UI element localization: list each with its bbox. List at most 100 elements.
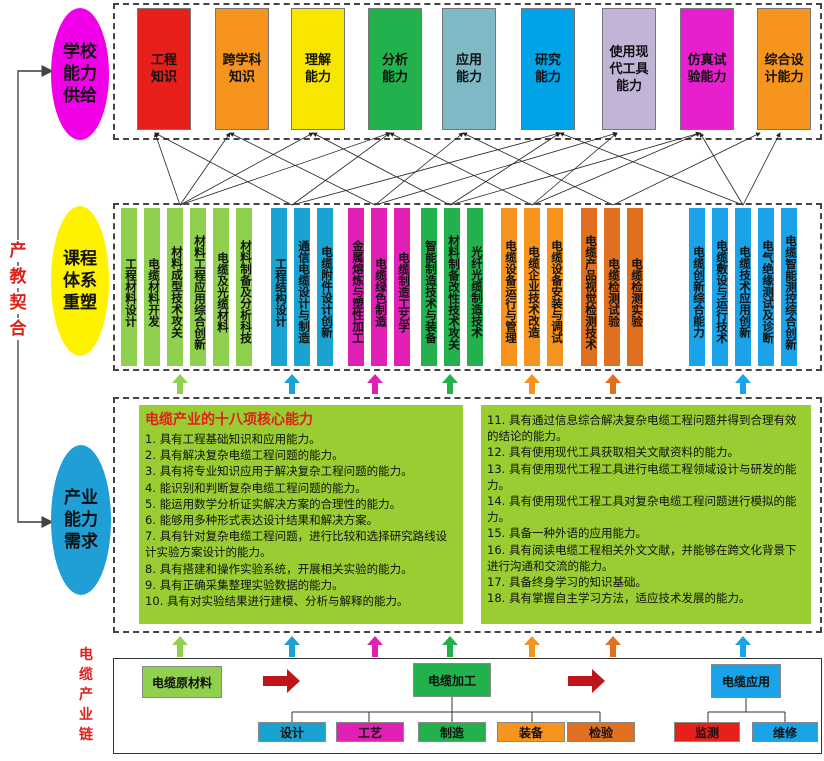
need-item: 18. 具有掌握自主学习方法，适应技术发展的能力。 (487, 591, 751, 606)
up-arrow (605, 636, 621, 657)
course-column: 金属熔炼与塑性加工 (348, 208, 365, 366)
course-column: 电缆检测实验 (627, 208, 644, 366)
need-item: 4. 能识别和判断复杂电缆工程问题的能力。 (145, 480, 367, 495)
chain-process-step: 装备 (497, 722, 565, 742)
course-column: 通信电缆设计与制造 (294, 208, 311, 366)
up-arrow (284, 374, 300, 394)
chain-process-step: 设计 (258, 722, 326, 742)
course-column: 电缆材料开发 (144, 208, 161, 366)
chain-label-char: 链 (79, 727, 93, 743)
chain-processing: 电缆加工 (413, 663, 491, 697)
up-arrow (735, 636, 751, 657)
side-label-char: 教 (7, 266, 29, 288)
ability-box: 理解 能力 (291, 8, 345, 130)
ability-box: 跨学科 知识 (215, 8, 269, 130)
up-arrow (284, 636, 300, 657)
course-column: 工程结构设计 (271, 208, 288, 366)
school-supply-ellipse: 学校 能力 供给 (51, 8, 109, 140)
course-column: 材料工程应用综合创新 (190, 208, 207, 366)
chain-process-step: 制造 (418, 722, 486, 742)
ability-box: 分析 能力 (368, 8, 422, 130)
course-column: 电缆企业技术改造 (524, 208, 541, 366)
up-arrow (367, 374, 383, 394)
course-column: 工程材料设计 (121, 208, 138, 366)
chain-label-char: 电 (79, 647, 93, 663)
course-column: 材料制备及分析科技 (236, 208, 253, 366)
ability-box: 综合设 计能力 (757, 8, 811, 130)
need-item: 10. 具有对实验结果进行建模、分析与解释的能力。 (145, 594, 409, 609)
need-item: 16. 具有阅读电缆工程相关外文文献，并能够在跨文化背景下进行沟通和交流的能力。 (487, 542, 797, 573)
course-column: 电缆设备运行与管理 (501, 208, 518, 366)
up-arrow (605, 374, 621, 394)
ability-box: 研究 能力 (521, 8, 575, 130)
need-item: 17. 具备终身学习的知识基础。 (487, 575, 647, 590)
side-label-char: 契 (7, 292, 29, 314)
up-arrow (524, 636, 540, 657)
course-column: 电气绝缘测试及诊断 (758, 208, 775, 366)
needs-panel-left: 电缆产业的十八项核心能力 1. 具有工程基础知识和应用能力。 2. 具有解决复杂电… (139, 405, 463, 624)
needs-list-left: 1. 具有工程基础知识和应用能力。 2. 具有解决复杂电缆工程问题的能力。3. 具… (145, 431, 457, 609)
needs-list-right: 11. 具有通过信息综合解决复杂电缆工程问题并得到合理有效的结论的能力。12. … (487, 412, 805, 606)
course-column: 电缆设备安装与调试 (547, 208, 564, 366)
chain-application-step: 监测 (674, 722, 740, 742)
course-column: 电缆检测试验 (604, 208, 621, 366)
need-item: 12. 具有使用现代工具获取相关文献资料的能力。 (487, 445, 739, 460)
course-column: 电缆智能测控综合创新 (781, 208, 798, 366)
course-column: 材料成型技术攻关 (167, 208, 184, 366)
course-column: 材料制备改性技术攻关 (444, 208, 461, 366)
course-column: 电缆及光缆材料 (213, 208, 230, 366)
needs-panel-right: 11. 具有通过信息综合解决复杂电缆工程问题并得到合理有效的结论的能力。12. … (481, 405, 811, 624)
chain-label-char: 产 (79, 687, 93, 703)
course-column: 电缆技术应用创新 (735, 208, 752, 366)
industry-demand-ellipse: 产业 能力 需求 (51, 445, 111, 595)
need-item: 5. 能运用数学分析证实解决方案的合理性的能力。 (145, 496, 402, 511)
course-column: 电缆产品视觉检测技术 (581, 208, 598, 366)
course-column: 智能制造技术与装备 (421, 208, 438, 366)
course-column: 电缆附件设计创新 (317, 208, 334, 366)
need-item: 8. 具有搭建和操作实验系统，开展相关实验的能力。 (145, 561, 413, 576)
ability-box: 工程 知识 (137, 8, 191, 130)
up-arrow (524, 374, 540, 394)
course-column: 电缆绿色制造 (371, 208, 388, 366)
chain-label-char: 缆 (79, 667, 93, 683)
need-item: 6. 能够用多种形式表达设计结果和解决方案。 (145, 513, 379, 528)
need-item: 9. 具有正确采集整理实验数据的能力。 (145, 577, 344, 592)
industry-chain-panel (113, 658, 822, 754)
up-arrow (735, 374, 751, 394)
course-column: 电缆敷设与运行技术 (712, 208, 729, 366)
ability-box: 应用 能力 (442, 8, 496, 130)
needs-title: 电缆产业的十八项核心能力 (145, 412, 313, 428)
curriculum-panel (113, 203, 822, 371)
course-column: 光纤光缆制造技术 (467, 208, 484, 366)
side-label-char: 合 (7, 318, 29, 340)
up-arrow (367, 636, 383, 657)
need-item: 7. 具有针对复杂电缆工程问题，进行比较和选择研究路线设计实验方案设计的能力。 (145, 529, 448, 560)
up-arrow (172, 636, 188, 657)
chain-process-step: 工艺 (336, 722, 404, 742)
need-item: 11. 具有通过信息综合解决复杂电缆工程问题并得到合理有效的结论的能力。 (487, 413, 797, 444)
need-item: 1. 具有工程基础知识和应用能力。 (145, 432, 321, 446)
course-column: 电缆制造工艺学 (394, 208, 411, 366)
chain-label-char: 业 (79, 707, 93, 723)
ability-box: 使用现 代工具 能力 (602, 8, 656, 130)
industry-needs-panel (113, 397, 822, 633)
chain-raw-material: 电缆原材料 (142, 666, 222, 698)
up-arrow (442, 374, 458, 394)
chain-application-step: 维修 (752, 722, 818, 742)
need-item: 3. 具有将专业知识应用于解决复杂工程问题的能力。 (145, 464, 413, 479)
ability-box: 仿真试 验能力 (680, 8, 734, 130)
need-item: 13. 具有使用现代工程工具进行电缆工程领域设计与研发的能力。 (487, 461, 797, 492)
side-label-char: 产 (7, 240, 29, 262)
chain-application: 电缆应用 (711, 664, 781, 698)
need-item: 15. 具备一种外语的应用能力。 (487, 526, 647, 541)
need-item: 14. 具有使用现代工程工具对复杂电缆工程问题进行模拟的能力。 (487, 494, 797, 525)
course-column: 电缆创新综合能力 (689, 208, 706, 366)
need-item: 2. 具有解决复杂电缆工程问题的能力。 (145, 448, 344, 463)
ability-panel (113, 3, 822, 140)
chain-process-step: 检验 (567, 722, 635, 742)
up-arrow (442, 636, 458, 657)
curriculum-ellipse: 课程 体系 重塑 (51, 206, 109, 356)
